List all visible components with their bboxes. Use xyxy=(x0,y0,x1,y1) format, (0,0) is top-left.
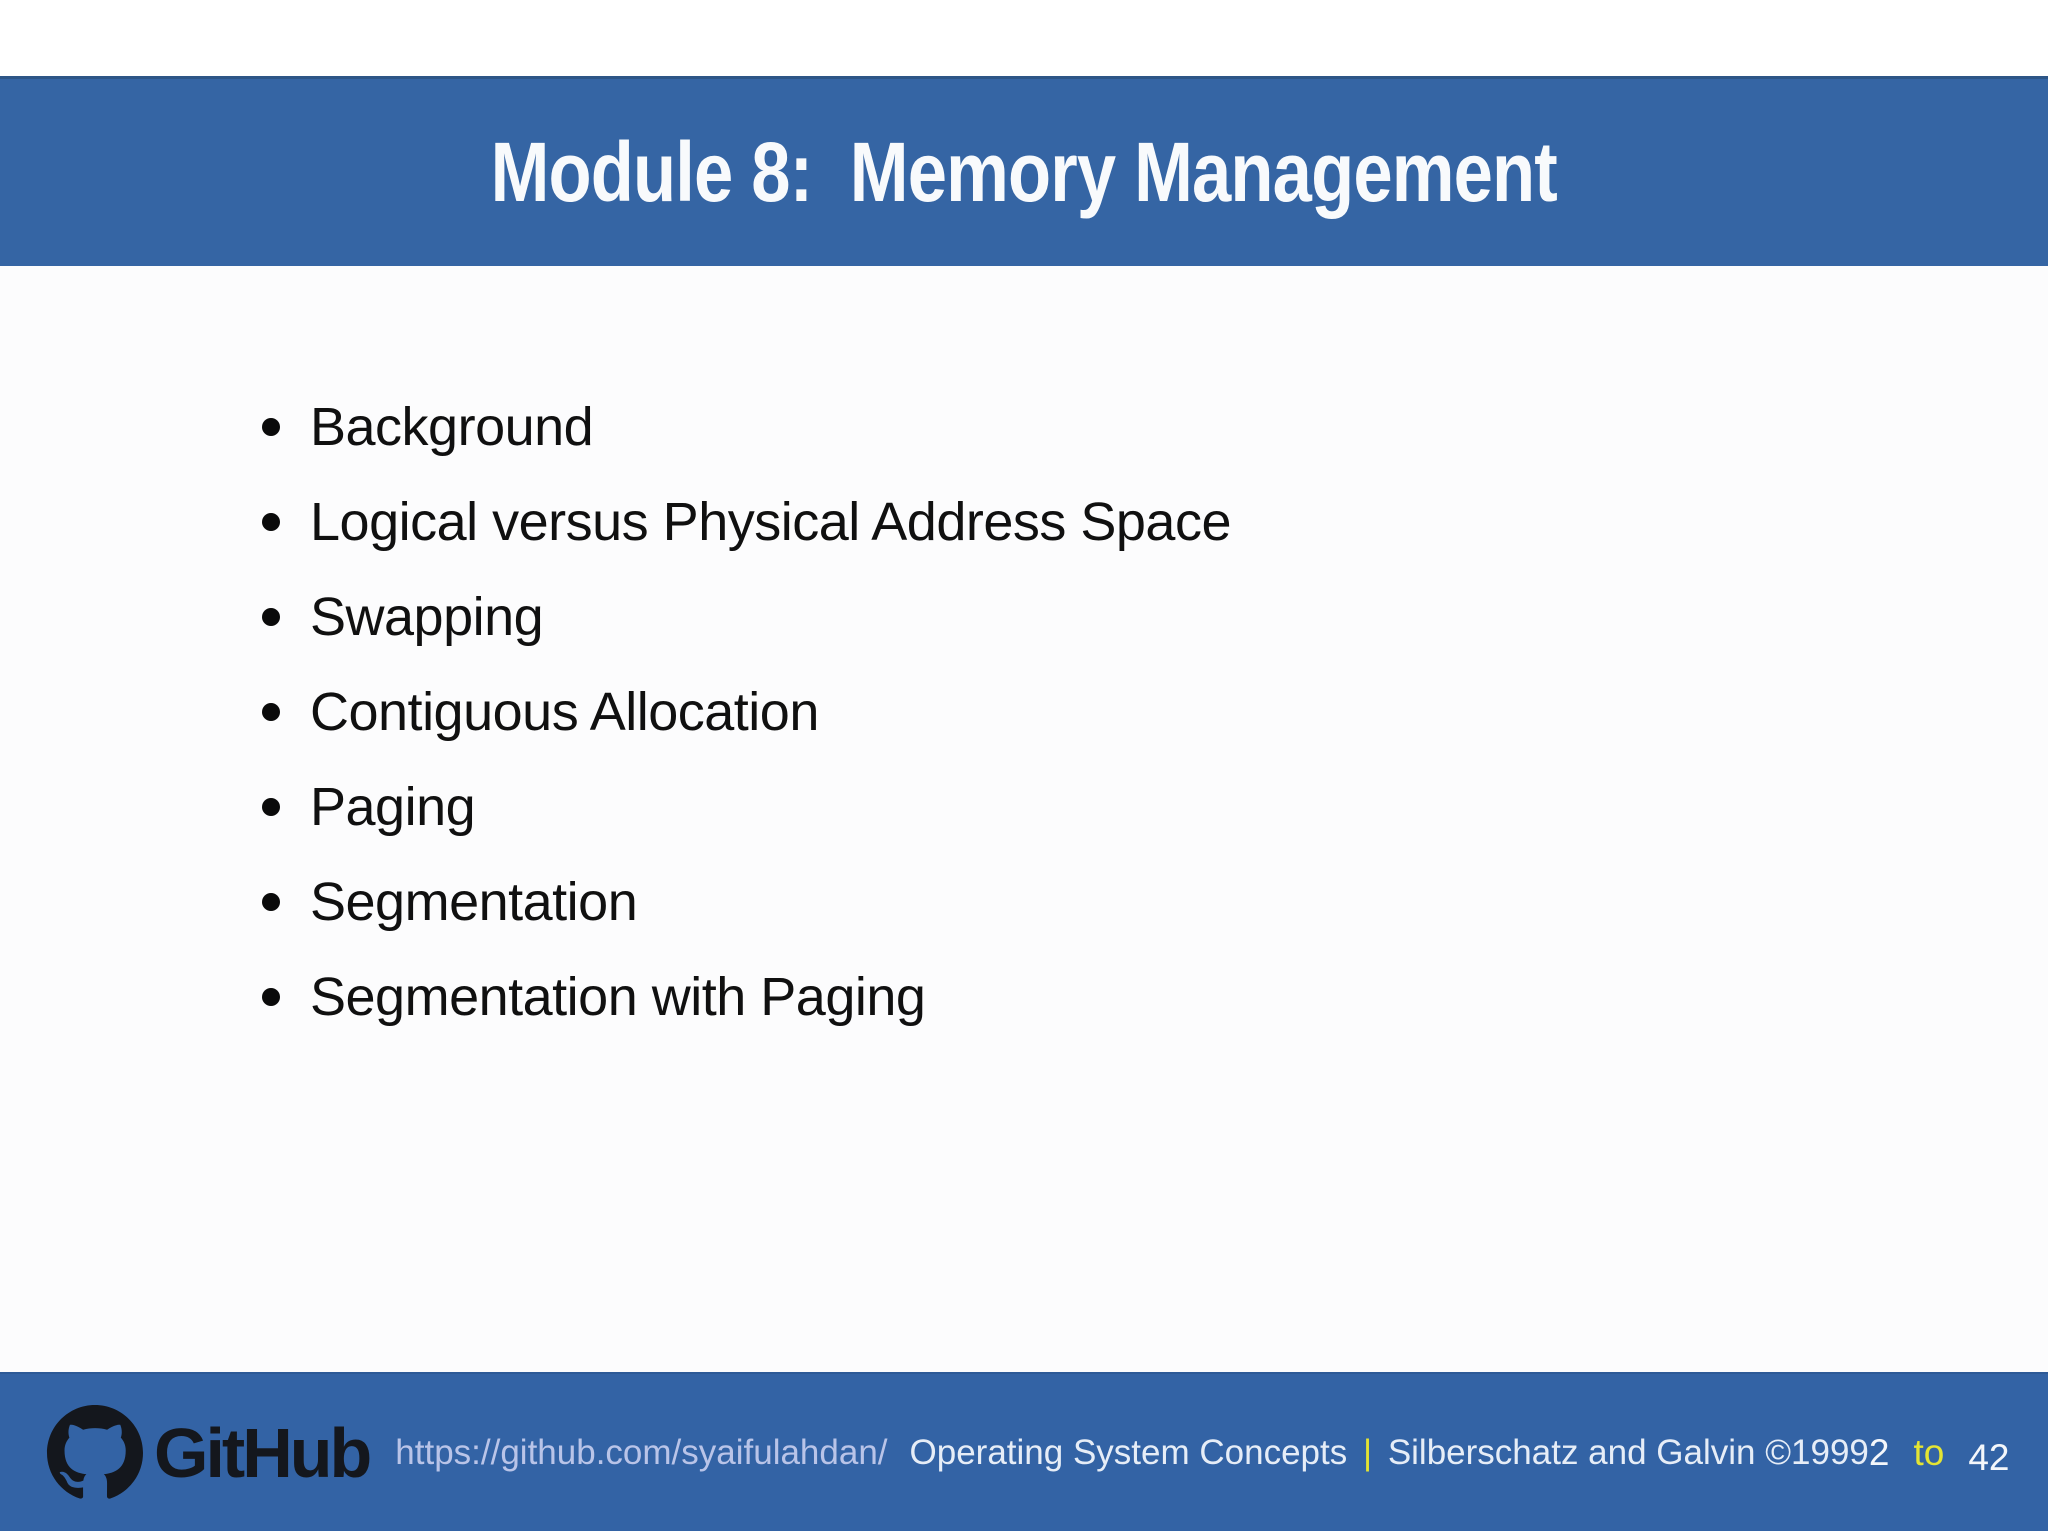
footer-url-link[interactable]: https://github.com/syaifulahdan/ xyxy=(395,1432,888,1472)
list-item-label: Contiguous Allocation xyxy=(310,681,819,742)
list-item-label: Background xyxy=(310,396,594,457)
list-item: Paging xyxy=(262,759,2048,854)
list-item-label: Segmentation with Paging xyxy=(310,966,926,1027)
bottom-margin xyxy=(0,1531,2048,1536)
header-bar: Module 8: Memory Management xyxy=(0,76,2048,266)
bullet-list: Background Logical versus Physical Addre… xyxy=(0,266,2048,1044)
footer-bar: GitHub https://github.com/syaifulahdan/ … xyxy=(0,1372,2048,1531)
footer-course-text: Operating System Concepts | Silberschatz… xyxy=(910,1433,1869,1473)
bullet-icon xyxy=(262,512,280,531)
bullet-icon xyxy=(262,607,280,626)
github-wordmark: GitHub xyxy=(154,1413,372,1492)
list-item-label: Paging xyxy=(310,776,476,837)
bullet-icon xyxy=(262,417,280,436)
list-item: Contiguous Allocation xyxy=(262,664,2048,759)
list-item-label: Swapping xyxy=(310,586,544,647)
top-margin xyxy=(0,0,2048,76)
bullet-icon xyxy=(262,702,280,721)
slide-title: Module 8: Memory Management xyxy=(490,125,1558,219)
page-total: 42 xyxy=(1968,1436,2010,1478)
list-item: Segmentation with Paging xyxy=(262,949,2048,1044)
page-current: 2 xyxy=(1868,1431,1890,1473)
footer-book-title: Operating System Concepts xyxy=(909,1432,1348,1472)
list-item-label: Logical versus Physical Address Space xyxy=(310,491,1232,552)
bullet-icon xyxy=(262,892,280,911)
slide-body: Background Logical versus Physical Addre… xyxy=(0,266,2048,1372)
list-item-label: Segmentation xyxy=(310,871,638,932)
github-logo: GitHub xyxy=(46,1404,372,1501)
footer-separator: | xyxy=(1362,1432,1373,1472)
page-connector: to xyxy=(1913,1431,1945,1473)
bullet-icon xyxy=(262,987,280,1006)
list-item: Segmentation xyxy=(262,854,2048,949)
octocat-icon xyxy=(47,1404,143,1499)
list-item: Background xyxy=(262,379,2048,474)
list-item: Swapping xyxy=(262,569,2048,664)
page-indicator: 2 to 42 xyxy=(1868,1431,2010,1478)
bullet-icon xyxy=(262,797,280,816)
list-item: Logical versus Physical Address Space xyxy=(262,474,2048,569)
footer-authors: Silberschatz and Galvin ©1999 xyxy=(1387,1432,1869,1472)
